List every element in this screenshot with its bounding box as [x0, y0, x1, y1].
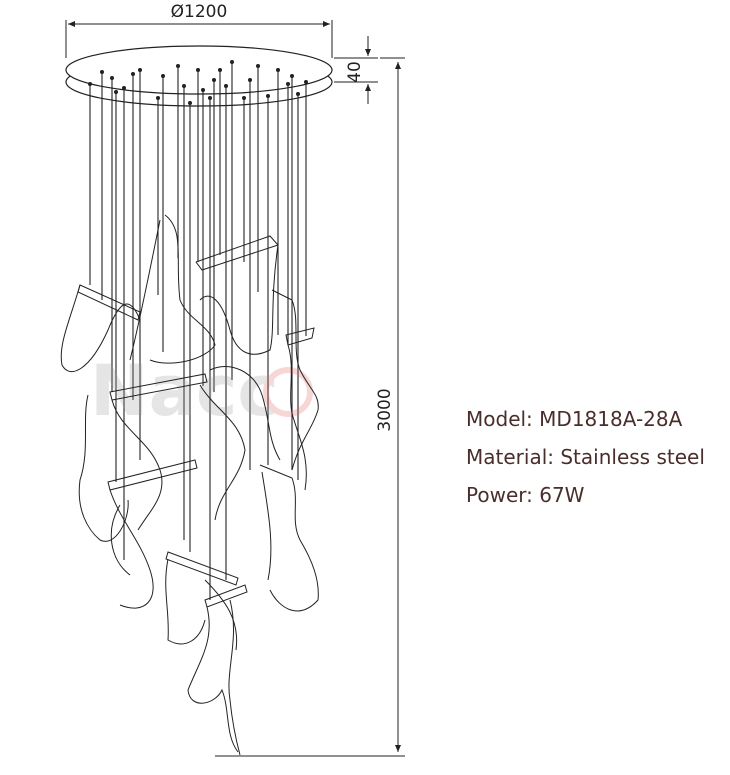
total-height-dimension — [215, 57, 405, 757]
total-height-label: 3000 — [375, 388, 395, 431]
spec-material: Material: Stainless steel — [466, 438, 726, 476]
diameter-label: Ø1200 — [171, 2, 228, 22]
canopy-height-label: 40 — [345, 61, 365, 83]
spec-model-value: MD1818A-28A — [539, 407, 683, 431]
diameter-dimension — [65, 20, 333, 58]
spec-power: Power: 67W — [466, 476, 726, 514]
glass-ribbons — [60, 214, 319, 756]
spec-power-value: 67W — [539, 483, 585, 507]
spec-model-label: Model: — [466, 407, 533, 431]
spec-power-label: Power: — [466, 483, 533, 507]
spec-block: Model: MD1818A-28A Material: Stainless s… — [466, 400, 726, 514]
spec-model: Model: MD1818A-28A — [466, 400, 726, 438]
spec-material-value: Stainless steel — [560, 445, 705, 469]
spec-material-label: Material: — [466, 445, 554, 469]
svg-text:Nacc: Nacc — [90, 350, 279, 432]
watermark-logo: Nacc — [90, 350, 313, 432]
canopy-height-dimension — [334, 36, 378, 104]
suspension-wires — [89, 62, 307, 600]
